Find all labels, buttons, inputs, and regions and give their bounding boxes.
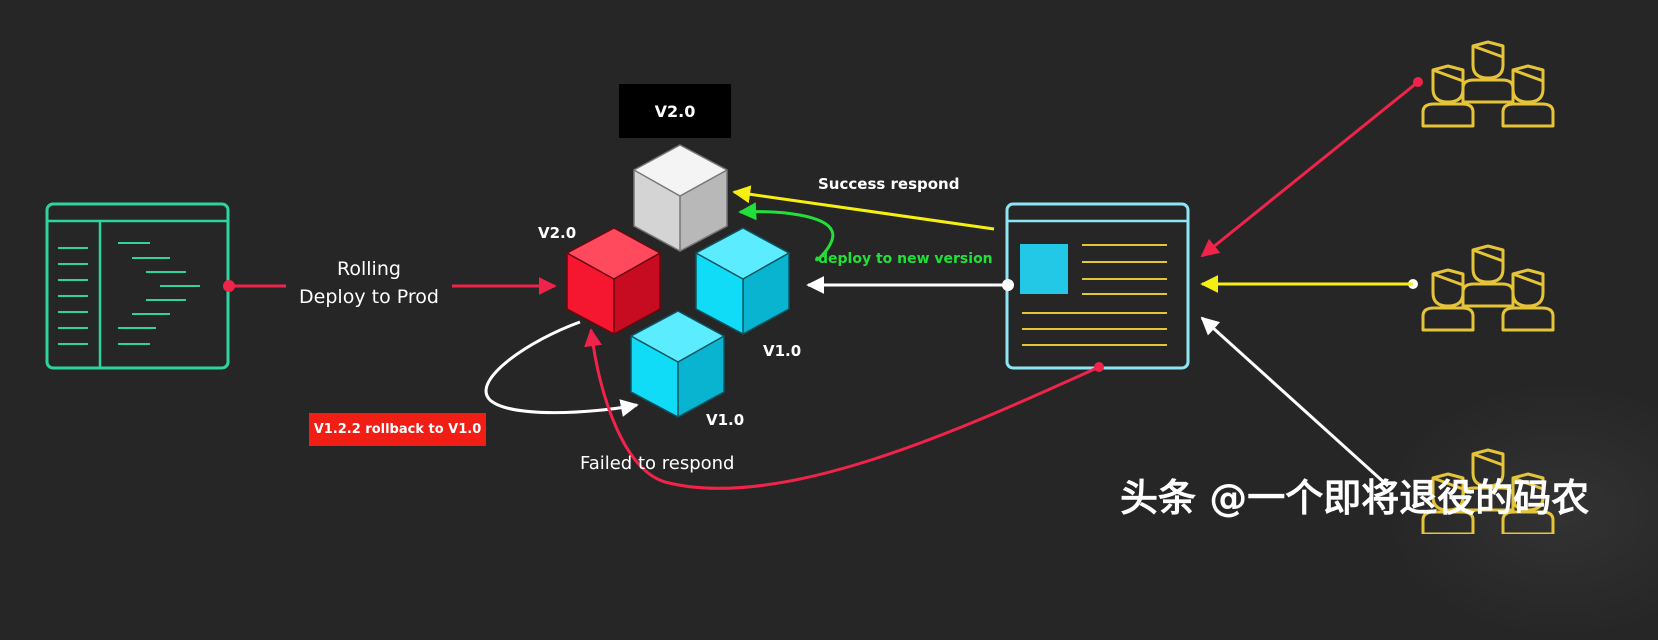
rollback-arrow bbox=[484, 320, 639, 417]
success-respond-label: Success respond bbox=[818, 175, 960, 193]
user-group-icon-top bbox=[1421, 40, 1555, 128]
rollback-badge: V1.2.2 rollback to V1.0 bbox=[309, 413, 486, 446]
server-to-cube-arrow bbox=[806, 276, 1014, 294]
cube-blue-v1-bottom bbox=[630, 310, 725, 418]
code-editor-icon bbox=[45, 202, 230, 370]
user-group-icon-middle bbox=[1421, 244, 1555, 332]
cube-red-v2 bbox=[566, 227, 661, 335]
failed-respond-label: Failed to respond bbox=[580, 453, 735, 474]
diagram-canvas: V2.0 V2.0 V1.0 V1.0 Rolling Deploy to Pr… bbox=[45, 40, 1658, 640]
cube-blue-v1-right bbox=[695, 227, 790, 335]
red-cube-version-label: V2.0 bbox=[538, 224, 577, 242]
new-version-arrow bbox=[738, 202, 835, 262]
failed-arrow bbox=[584, 328, 1104, 490]
cube-gray-v2 bbox=[633, 144, 728, 252]
deploy-label-line2: Deploy to Prod bbox=[299, 286, 439, 308]
blue-cube-bottom-version-label: V1.0 bbox=[706, 411, 745, 429]
deploy-label-line1: Rolling bbox=[337, 258, 401, 280]
server-panel-icon bbox=[1005, 202, 1190, 370]
diagram-graphics bbox=[45, 40, 1555, 534]
version-badge-top: V2.0 bbox=[619, 84, 731, 138]
watermark: 头条 @一个即将退役的码农 bbox=[1120, 475, 1590, 520]
deploy-arrow bbox=[223, 277, 557, 295]
blue-cube-right-version-label: V1.0 bbox=[763, 342, 802, 360]
new-version-label: deploy to new version bbox=[818, 251, 993, 267]
user-request-arrows bbox=[1200, 77, 1423, 488]
success-arrow bbox=[732, 185, 995, 231]
